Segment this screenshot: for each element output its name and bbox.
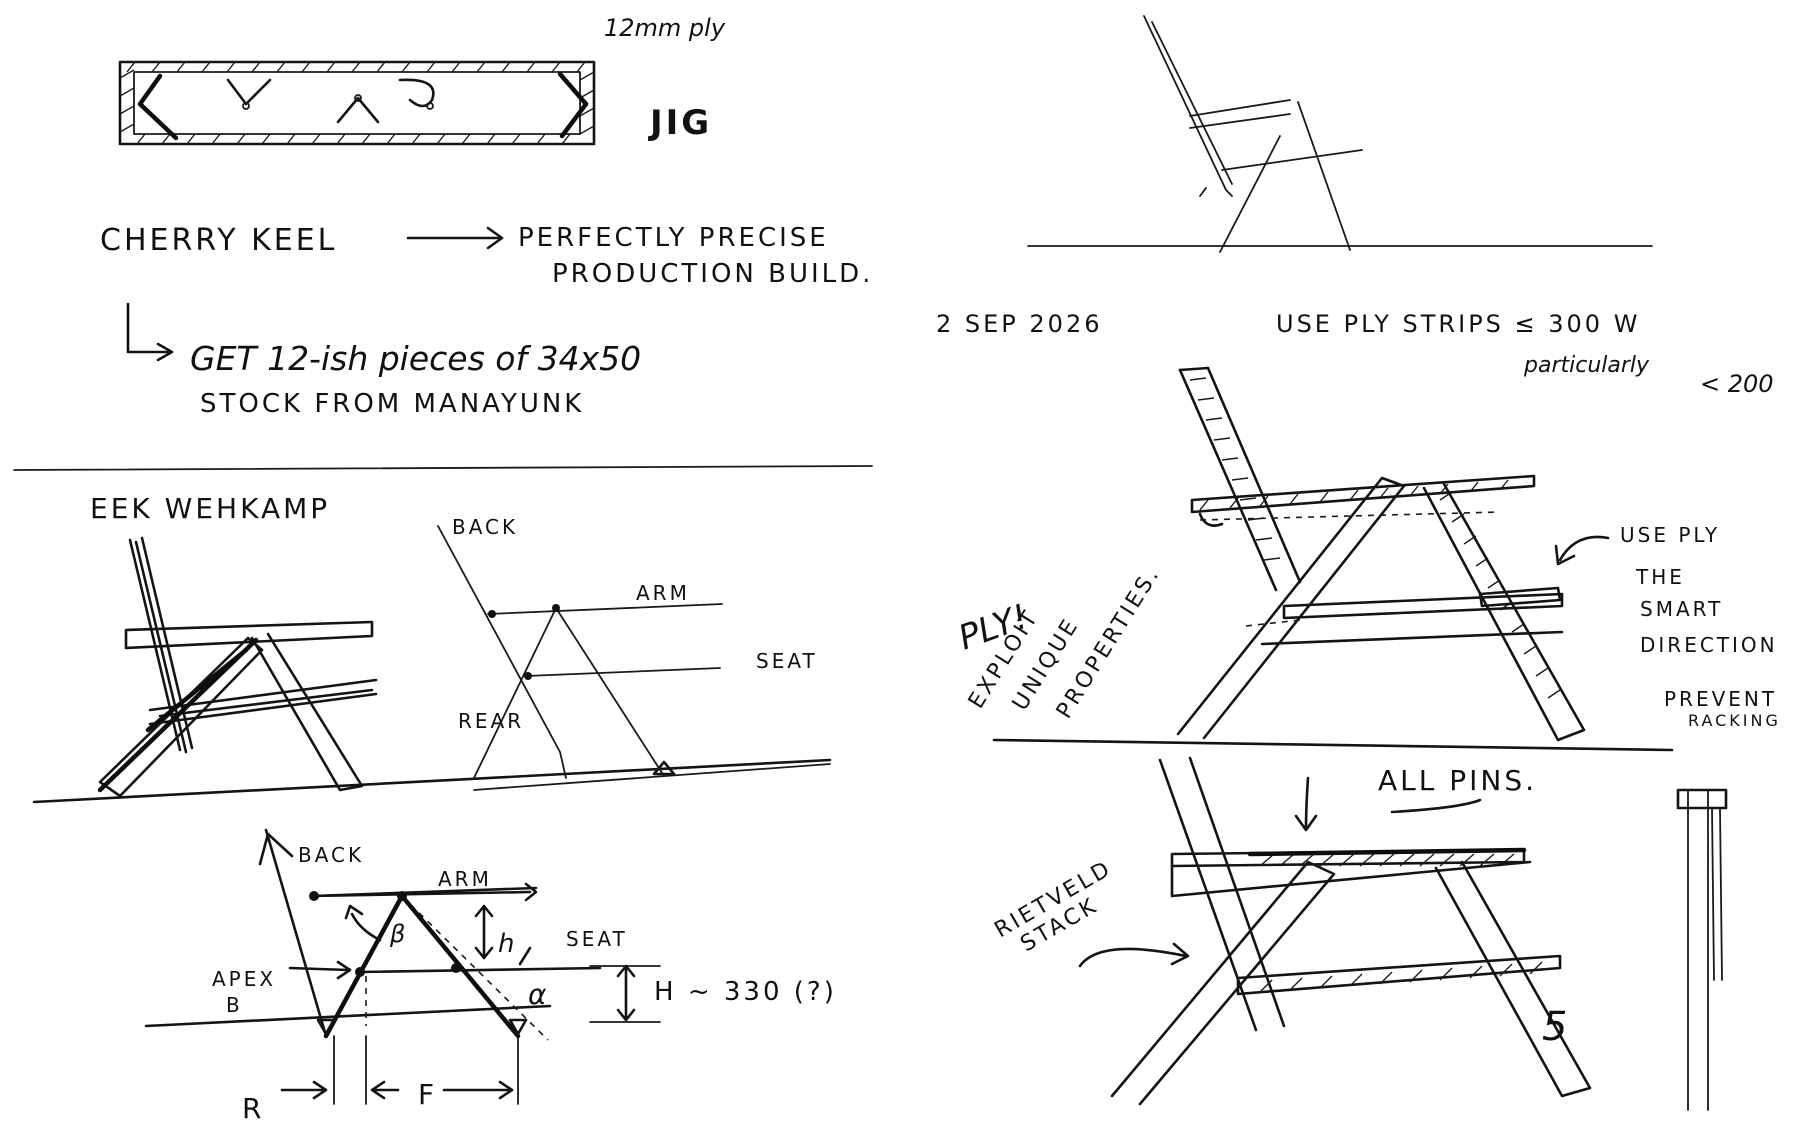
- top-right-chair-sketch: [1027, 15, 1653, 253]
- smart-note-3: SMART: [1640, 597, 1723, 621]
- jig-sketch: [118, 60, 596, 146]
- smart-direction-arrow: [1554, 535, 1610, 566]
- geometry-diagram: [144, 828, 661, 1105]
- ply-note-3: < 200: [1700, 370, 1774, 398]
- geometry-beta-label: β: [389, 920, 405, 948]
- schematic-seat-label: SEAT: [756, 649, 818, 673]
- geometry-seat-label: SEAT: [566, 927, 628, 951]
- rietveld-stack-sketch: [1078, 756, 1728, 1111]
- dimension-f-label: F: [418, 1078, 437, 1111]
- page-number: 5: [1542, 1004, 1567, 1050]
- keel-todo-2: STOCK FROM MANAYUNK: [200, 389, 584, 419]
- geometry-arm-label: ARM: [438, 867, 492, 891]
- geometry-back-label: BACK: [298, 843, 364, 867]
- geometry-apex-letter: B: [226, 993, 243, 1017]
- keel-todo-1: GET 12-ish pieces of 34x50: [190, 339, 641, 378]
- racking-note-2: RACKING: [1688, 711, 1781, 730]
- jig-label: JIG: [648, 103, 712, 143]
- pins-note: ALL PINS.: [1378, 764, 1537, 797]
- reference-title: EEK WEHKAMP: [90, 492, 330, 525]
- sketch-date: 2 SEP 2026: [936, 310, 1102, 338]
- geometry-alpha-label: α: [528, 978, 547, 1011]
- reference-chair-sketch: [32, 536, 832, 804]
- smart-note-1: USE PLY: [1620, 523, 1720, 547]
- geometry-h-label: h: [498, 929, 514, 959]
- smart-note-4: DIRECTION: [1640, 633, 1778, 657]
- keel-goal-1: PERFECTLY PRECISE: [518, 223, 829, 253]
- section-divider: [13, 465, 873, 471]
- ply-chair-sketch: [992, 366, 1674, 752]
- schematic-chair-sketch: [437, 525, 831, 791]
- smart-note-2: THE: [1635, 565, 1685, 589]
- schematic-back-label: BACK: [452, 515, 518, 539]
- schematic-rear-label: REAR: [458, 709, 524, 733]
- keel-todo-arrow: [126, 302, 174, 362]
- dimension-r-label: R: [242, 1092, 264, 1125]
- racking-note-1: PREVENT: [1664, 687, 1777, 711]
- ply-note-1: USE PLY STRIPS ≤ 300 W: [1276, 310, 1640, 338]
- keel-arrow: [406, 226, 504, 250]
- jig-material: 12mm ply: [604, 14, 726, 42]
- keel-title: CHERRY KEEL: [100, 223, 337, 258]
- height-note: H ~ 330 (?): [654, 977, 837, 1007]
- ply-note-2: particularly: [1523, 353, 1650, 378]
- schematic-arm-label: ARM: [636, 581, 690, 605]
- geometry-apex-label: APEX: [212, 967, 276, 991]
- keel-goal-2: PRODUCTION BUILD.: [552, 259, 873, 289]
